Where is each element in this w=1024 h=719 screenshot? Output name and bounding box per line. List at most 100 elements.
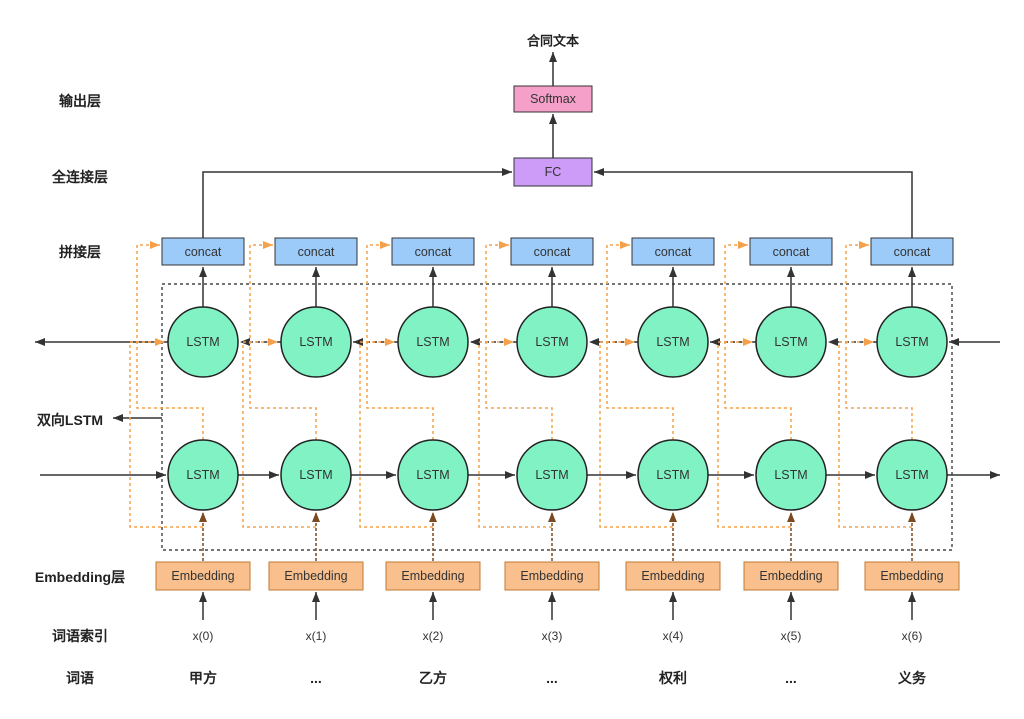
output-text-label: 合同文本 <box>527 34 579 49</box>
softmax-box <box>513 85 593 113</box>
embedding-box <box>864 561 960 591</box>
backward-lstm-cell <box>397 306 469 378</box>
word-index: x(5) <box>781 629 802 643</box>
word-token: 权利 <box>658 670 687 686</box>
forward-lstm-label: LSTM <box>416 468 449 482</box>
forward-lstm-label: LSTM <box>656 468 689 482</box>
word-index: x(0) <box>193 629 214 643</box>
backward-lstm-label: LSTM <box>656 335 689 349</box>
fc-node: FC <box>513 157 593 187</box>
forward-lstm-cell <box>516 439 588 511</box>
embedding-label: Embedding <box>520 569 583 583</box>
word-index: x(6) <box>902 629 923 643</box>
concat-label: concat <box>298 245 335 259</box>
backward-lstm-cell <box>755 306 827 378</box>
word-row-label: 词语 <box>66 670 94 686</box>
embedding-box <box>743 561 839 591</box>
forward-lstm-cell <box>637 439 709 511</box>
embedding-label: Embedding <box>880 569 943 583</box>
word-index: x(4) <box>663 629 684 643</box>
word-token: 乙方 <box>419 670 447 686</box>
embedding-label: Embedding <box>284 569 347 583</box>
word-index: x(2) <box>423 629 444 643</box>
word-index: x(1) <box>306 629 327 643</box>
forward-lstm-to-concat-link <box>606 241 674 440</box>
concat-label: concat <box>415 245 452 259</box>
forward-lstm-label: LSTM <box>895 468 928 482</box>
embedding-to-backward-lstm-link <box>129 338 203 528</box>
forward-lstm-to-concat-link <box>485 241 553 440</box>
layer-labels: 输出层 全连接层 拼接层 双向LSTM Embedding层 词语索引 词语 <box>35 93 125 686</box>
concat-box <box>510 237 594 266</box>
forward-lstm-cell <box>397 439 469 511</box>
backward-lstm-cell <box>876 306 948 378</box>
word-token: ... <box>785 670 797 686</box>
word-token: ... <box>310 670 322 686</box>
backward-lstm-label: LSTM <box>895 335 928 349</box>
link-layer <box>35 241 1000 620</box>
embedding-box <box>155 561 251 591</box>
concat-box <box>391 237 475 266</box>
concat-label: concat <box>534 245 571 259</box>
embedding-box <box>625 561 721 591</box>
fc-label: FC <box>545 165 562 179</box>
word-index: x(3) <box>542 629 563 643</box>
concat-first-to-fc-arrow <box>202 168 512 238</box>
concat-box <box>161 237 245 266</box>
forward-lstm-label: LSTM <box>535 468 568 482</box>
embedding-box <box>268 561 364 591</box>
embedding-to-backward-lstm-link <box>478 338 552 528</box>
forward-lstm-cell <box>167 439 239 511</box>
token-column: concatLSTMLSTMEmbeddingx(5)... <box>743 237 839 686</box>
fc-box <box>513 157 593 187</box>
fully-connected-layer-label: 全连接层 <box>51 169 108 185</box>
concat-box <box>631 237 715 266</box>
backward-lstm-label: LSTM <box>299 335 332 349</box>
embedding-box <box>504 561 600 591</box>
backward-lstm-cell <box>516 306 588 378</box>
forward-lstm-label: LSTM <box>774 468 807 482</box>
embedding-layer-label: Embedding层 <box>35 569 125 585</box>
forward-lstm-to-concat-link <box>366 241 434 440</box>
backward-lstm-label: LSTM <box>416 335 449 349</box>
concat-last-to-fc-arrow <box>594 168 913 238</box>
concat-box <box>274 237 358 266</box>
forward-lstm-cell <box>755 439 827 511</box>
word-token: ... <box>546 670 558 686</box>
backward-lstm-label: LSTM <box>774 335 807 349</box>
backward-lstm-label: LSTM <box>535 335 568 349</box>
embedding-to-backward-lstm-link <box>242 338 316 528</box>
word-index-row-label: 词语索引 <box>52 628 108 644</box>
backward-lstm-cell <box>280 306 352 378</box>
embedding-box <box>385 561 481 591</box>
word-token: 义务 <box>898 670 927 686</box>
bilstm-layer-label: 双向LSTM <box>37 412 103 428</box>
forward-lstm-cell <box>876 439 948 511</box>
concat-layer-label: 拼接层 <box>59 244 101 260</box>
concat-box <box>749 237 833 266</box>
embedding-to-backward-lstm-link <box>717 338 791 528</box>
forward-lstm-to-concat-link <box>845 241 913 440</box>
forward-lstm-label: LSTM <box>186 468 219 482</box>
embedding-to-backward-lstm-link <box>359 338 433 528</box>
forward-lstm-to-concat-link <box>249 241 317 440</box>
embedding-label: Embedding <box>759 569 822 583</box>
embedding-label: Embedding <box>641 569 704 583</box>
softmax-node: Softmax <box>513 85 593 113</box>
backward-lstm-cell <box>637 306 709 378</box>
concat-box <box>870 237 954 266</box>
forward-lstm-label: LSTM <box>299 468 332 482</box>
embedding-to-backward-lstm-link <box>838 338 912 528</box>
concat-label: concat <box>655 245 692 259</box>
output-layer-label: 输出层 <box>59 93 101 109</box>
word-token: 甲方 <box>189 670 217 686</box>
softmax-label: Softmax <box>530 92 577 106</box>
